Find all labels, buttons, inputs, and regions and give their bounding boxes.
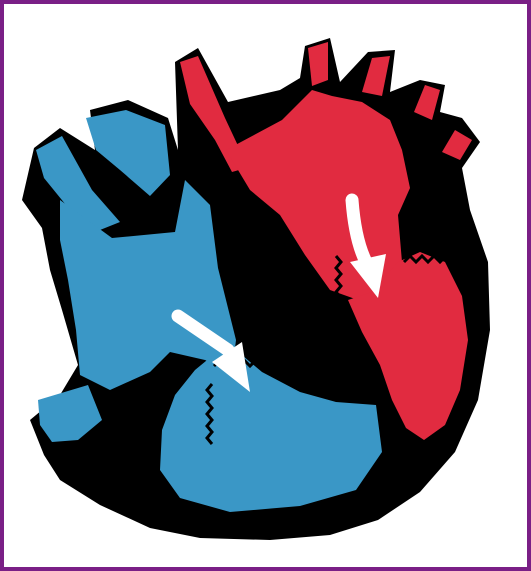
heart-diagram bbox=[0, 0, 531, 571]
